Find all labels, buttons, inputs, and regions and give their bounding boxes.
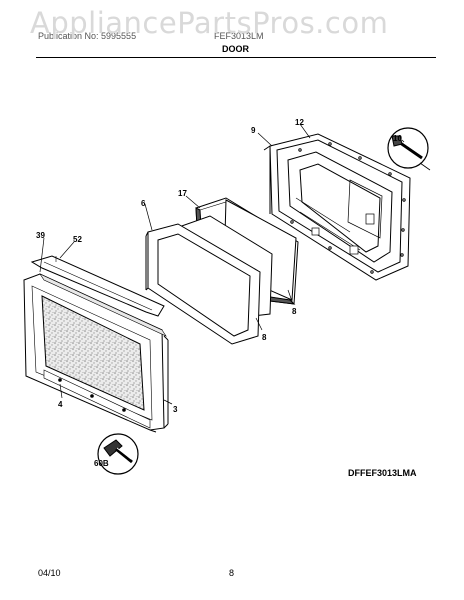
callout-60b: 60B (94, 459, 109, 468)
callout-3: 3 (173, 405, 178, 414)
footer-date: 04/10 (38, 568, 61, 578)
callout-8-upper: 8 (292, 307, 297, 316)
callout-9: 9 (251, 126, 256, 135)
screw-detail-part (387, 127, 431, 171)
page-number: 8 (229, 568, 235, 578)
inner-frame-part (145, 223, 261, 345)
callout-12: 12 (295, 118, 304, 127)
callout-6: 6 (141, 199, 146, 208)
door-liner-part (263, 133, 411, 281)
callout-39: 39 (36, 231, 45, 240)
callout-52: 52 (73, 235, 82, 244)
header-rule (36, 57, 436, 58)
diagram-code: DFFEF3013LMA (348, 468, 417, 478)
callout-leaders (39, 123, 405, 405)
callout-10: 10 (393, 134, 402, 143)
handle-part (30, 255, 165, 317)
model-number: FEF3013LM (214, 31, 264, 41)
screw-60b-detail-part (97, 433, 139, 475)
outer-door-part (23, 273, 169, 433)
callout-4: 4 (58, 400, 63, 409)
callout-17: 17 (178, 189, 187, 198)
callout-labels: 12 9 10 17 6 39 52 8 8 4 3 60B (36, 118, 402, 468)
publication-number: Publication No: 5995555 (38, 31, 137, 41)
callout-8-lower: 8 (262, 333, 267, 342)
section-title: DOOR (222, 44, 249, 54)
